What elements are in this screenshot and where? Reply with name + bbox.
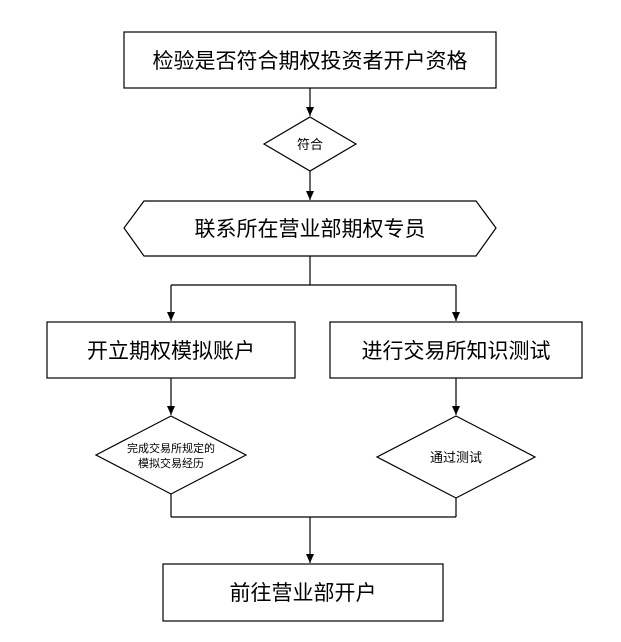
decision-qualified: 符合 xyxy=(262,116,358,172)
process-box xyxy=(162,563,444,622)
decision-label: 符合 xyxy=(297,137,323,153)
node-check-qualification: 检验是否符合期权投资者开户资格 xyxy=(123,31,497,89)
node-label: 检验是否符合期权投资者开户资格 xyxy=(153,49,468,73)
merge-connector xyxy=(170,494,457,563)
process-box xyxy=(123,31,497,89)
node-label: 前往营业部开户 xyxy=(230,581,377,605)
node-label: 开立期权模拟账户 xyxy=(87,339,255,363)
decision-pass-test: 通过测试 xyxy=(375,415,537,499)
node-contact-specialist: 联系所在营业部期权专员 xyxy=(123,200,497,257)
process-box xyxy=(46,321,296,379)
split-connector xyxy=(167,256,460,321)
preparation-hexagon xyxy=(123,200,497,257)
node-open-sim-account: 开立期权模拟账户 xyxy=(46,321,296,379)
decision-sim-trading-complete: 完成交易所规定的 模拟交易经历 xyxy=(94,415,248,495)
decision-diamond xyxy=(94,415,248,495)
decision-label: 通过测试 xyxy=(430,451,482,466)
node-label: 联系所在营业部期权专员 xyxy=(195,217,426,241)
node-label: 进行交易所知识测试 xyxy=(362,339,551,363)
decision-label-line2: 模拟交易经历 xyxy=(138,456,204,470)
decision-label-line1: 完成交易所规定的 xyxy=(127,441,215,455)
process-box xyxy=(329,321,583,379)
node-exchange-test: 进行交易所知识测试 xyxy=(329,321,583,379)
node-open-account: 前往营业部开户 xyxy=(162,563,444,622)
